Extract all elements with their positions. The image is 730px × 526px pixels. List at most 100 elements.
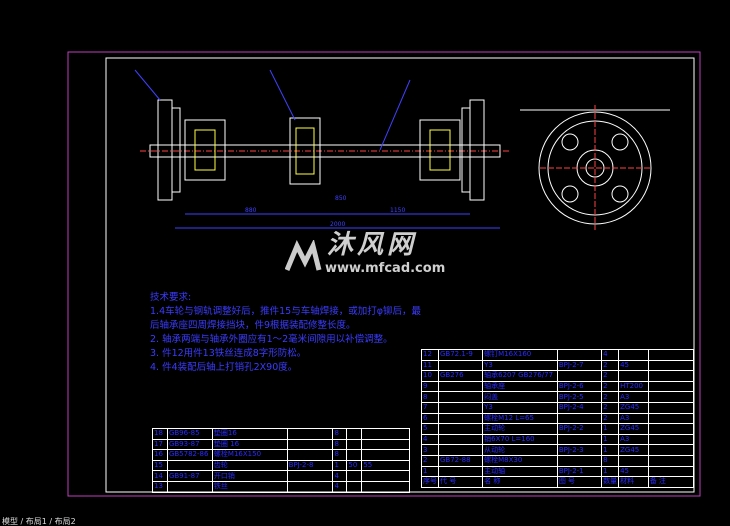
table-cell: BPJ-2-5 xyxy=(556,391,603,403)
table-cell: BPJ-2-1 xyxy=(556,465,603,478)
table-cell: 8 xyxy=(601,454,620,467)
table-cell: 55 xyxy=(361,459,410,472)
watermark-name: 沐风网 xyxy=(327,230,418,260)
table-cell xyxy=(346,480,363,493)
table-cell xyxy=(618,454,649,467)
table-cell xyxy=(647,433,695,446)
dim-1150: 1150 xyxy=(390,207,405,214)
table-cell: 15 xyxy=(152,459,168,472)
table-cell xyxy=(647,359,695,372)
requirement-line: 3. 件12用件13铁丝连成8字形防松。 xyxy=(150,348,307,359)
table-cell: 数量 xyxy=(601,476,620,488)
table-cell: 8 xyxy=(332,438,348,451)
table-cell: 4 xyxy=(332,480,348,493)
table-cell xyxy=(647,349,695,361)
table-cell: 螺钉M16X160 xyxy=(482,349,558,361)
table-cell xyxy=(437,359,484,372)
mf-logo-icon xyxy=(284,238,322,271)
table-cell: 1 xyxy=(601,423,620,435)
table-cell: 17 xyxy=(152,438,168,451)
table-cell: A3 xyxy=(618,433,649,446)
table-cell: 代 号 xyxy=(437,476,484,488)
table-cell: 10 xyxy=(421,370,439,382)
table-cell: A3 xyxy=(618,412,649,425)
table-cell xyxy=(286,449,334,461)
table-cell xyxy=(166,459,213,472)
table-cell: BPJ-2-3 xyxy=(556,444,603,456)
table-cell: 2 xyxy=(601,380,620,393)
table-cell xyxy=(647,444,695,456)
table-cell xyxy=(647,391,695,403)
table-cell: 11 xyxy=(421,359,439,372)
table-cell: ZG45 xyxy=(618,423,649,435)
table-cell: 垫圈 16 xyxy=(211,438,288,451)
table-cell: 1 xyxy=(601,465,620,478)
table-header-row: 序号代 号名 称图 号数量材料备 注 xyxy=(421,476,695,488)
table-cell: 18 xyxy=(152,428,168,440)
table-cell xyxy=(437,465,484,478)
dim-880: 880 xyxy=(245,207,257,214)
table-cell: 2 xyxy=(421,454,439,467)
table-cell xyxy=(166,480,213,493)
table-cell: 垫圈16 xyxy=(211,428,288,440)
table-cell: BPJ-2-8 xyxy=(286,459,334,472)
table-cell: 9 xyxy=(421,380,439,393)
table-cell xyxy=(361,449,410,461)
table-cell xyxy=(556,349,603,361)
table-cell: GB96-85 xyxy=(166,428,213,440)
table-cell: GB91-87 xyxy=(166,470,213,482)
table-cell xyxy=(286,480,334,493)
table-cell xyxy=(618,349,649,361)
table-cell: 螺栓M16X150 xyxy=(211,449,288,461)
table-cell: 13 xyxy=(152,480,168,493)
table-cell xyxy=(437,412,484,425)
table-cell: 螺栓M12 L=65 xyxy=(482,412,558,425)
table-cell: 50 xyxy=(346,459,363,472)
table-cell xyxy=(556,370,603,382)
table-cell: GB93-87 xyxy=(166,438,213,451)
table-cell: 齿轮 xyxy=(211,459,288,472)
table-cell xyxy=(437,433,484,446)
table-cell xyxy=(286,470,334,482)
table-cell: 主动轴 xyxy=(482,465,558,478)
table-cell xyxy=(346,438,363,451)
table-cell xyxy=(618,370,649,382)
table-cell xyxy=(346,428,363,440)
table-cell: 4 xyxy=(332,470,348,482)
table-cell: 1 xyxy=(601,433,620,446)
table-cell: 4 xyxy=(601,349,620,361)
table-cell: 3 xyxy=(421,444,439,456)
dim-2000: 2000 xyxy=(330,221,345,228)
table-cell: ZG45 xyxy=(618,401,649,414)
table-cell xyxy=(361,438,410,451)
table-cell: 2 xyxy=(601,370,620,382)
table-cell: A3 xyxy=(618,391,649,403)
table-cell xyxy=(361,480,410,493)
table-cell: 8 xyxy=(332,428,348,440)
table-cell: BPJ-2-6 xyxy=(556,380,603,393)
table-cell: 7 xyxy=(421,401,439,414)
table-cell: GB5782-86 xyxy=(166,449,213,461)
table-cell: 1 xyxy=(332,459,348,472)
table-cell xyxy=(361,428,410,440)
table-cell: GB72.1-9 xyxy=(437,349,484,361)
table-cell: 从动轮 xyxy=(482,444,558,456)
table-cell xyxy=(556,454,603,467)
table-cell xyxy=(437,391,484,403)
status-bar: 模型 / 布局1 / 布局2 xyxy=(0,517,730,526)
paper-border xyxy=(67,51,701,497)
table-cell xyxy=(647,465,695,478)
